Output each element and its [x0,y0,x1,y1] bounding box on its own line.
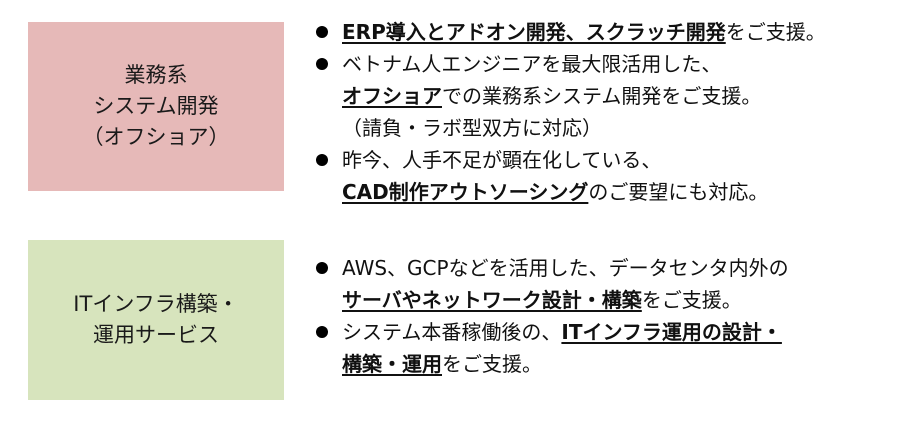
bullet-line: （請負・ラボ型双方に対応） [342,112,826,144]
section-label-line: 運用サービス [93,323,219,347]
bullet-text: ベトナム人エンジニアを最大限活用した、 [342,52,722,76]
bullet-text: での業務系システム開発をご支援。 [442,84,762,108]
bullet-dot-icon [316,58,328,70]
highlighted-service-text: ITインフラ運用の設計・ [561,320,782,344]
bullet-text: をご支援。 [641,288,742,312]
highlighted-service-text: ERP導入とアドオン開発、スクラッチ開発 [342,20,726,44]
bullet-line: 構築・運用をご支援。 [342,348,789,380]
bullet-text: のご要望にも対応。 [588,180,769,204]
bullet-item: AWS、GCPなどを活用した、データセンタ内外のサーバやネットワーク設計・構築を… [312,252,789,316]
service-bullet-list: ERP導入とアドオン開発、スクラッチ開発をご支援。ベトナム人エンジニアを最大限活… [312,16,826,208]
bullet-line: CAD制作アウトソーシングのご要望にも対応。 [342,176,826,208]
bullet-line: オフショアでの業務系システム開発をご支援。 [342,80,826,112]
highlighted-service-text: サーバやネットワーク設計・構築 [342,288,642,312]
bullet-text: AWS、GCPなどを活用した、データセンタ内外の [342,256,789,280]
bullet-item: 昨今、人手不足が顕在化している、 CAD制作アウトソーシングのご要望にも対応。 [312,144,826,208]
highlighted-service-text: 構築・運用 [342,352,442,376]
section-label-line: （オフショア） [82,125,230,149]
bullet-dot-icon [316,154,328,166]
bullet-text: をご支援。 [442,352,542,376]
bullet-line: 昨今、人手不足が顕在化している、 [342,144,826,176]
highlighted-service-text: CAD制作アウトソーシング [342,180,589,204]
bullet-text: をご支援。 [725,20,826,44]
section-label-line: 業務系 [124,63,188,87]
bullet-line: ERP導入とアドオン開発、スクラッチ開発をご支援。 [342,16,826,48]
section-label-line: ITインフラ構築・ [73,292,239,316]
offshore-development-section: 業務系システム開発 （オフショア） ERP導入とアドオン開発、スクラッチ開発をご支… [0,0,913,210]
bullet-item: ベトナム人エンジニアを最大限活用した、オフショアでの業務系システム開発をご支援。… [312,48,826,144]
service-bullet-list: AWS、GCPなどを活用した、データセンタ内外のサーバやネットワーク設計・構築を… [312,252,789,380]
it-infrastructure-section: ITインフラ構築・運用サービス AWS、GCPなどを活用した、データセンタ内外の… [0,220,913,420]
bullet-dot-icon [316,26,328,38]
bullet-line: ベトナム人エンジニアを最大限活用した、 [342,48,826,80]
bullet-text: システム本番稼働後の、 [342,320,562,344]
bullet-item: ERP導入とアドオン開発、スクラッチ開発をご支援。 [312,16,826,48]
bullet-item: システム本番稼働後の、ITインフラ運用の設計・構築・運用をご支援。 [312,316,789,380]
section-label-box: 業務系システム開発 （オフショア） [28,22,284,191]
section-label-box: ITインフラ構築・運用サービス [28,240,284,400]
section-label-line: システム開発 [93,94,219,118]
bullet-line: システム本番稼働後の、ITインフラ運用の設計・ [342,316,789,348]
bullet-dot-icon [316,262,328,274]
bullet-line: サーバやネットワーク設計・構築をご支援。 [342,284,789,316]
highlighted-service-text: オフショア [342,84,442,108]
bullet-dot-icon [316,326,328,338]
bullet-text: （請負・ラボ型双方に対応） [342,116,602,140]
bullet-line: AWS、GCPなどを活用した、データセンタ内外の [342,252,789,284]
bullet-text: 昨今、人手不足が顕在化している、 [342,148,662,172]
